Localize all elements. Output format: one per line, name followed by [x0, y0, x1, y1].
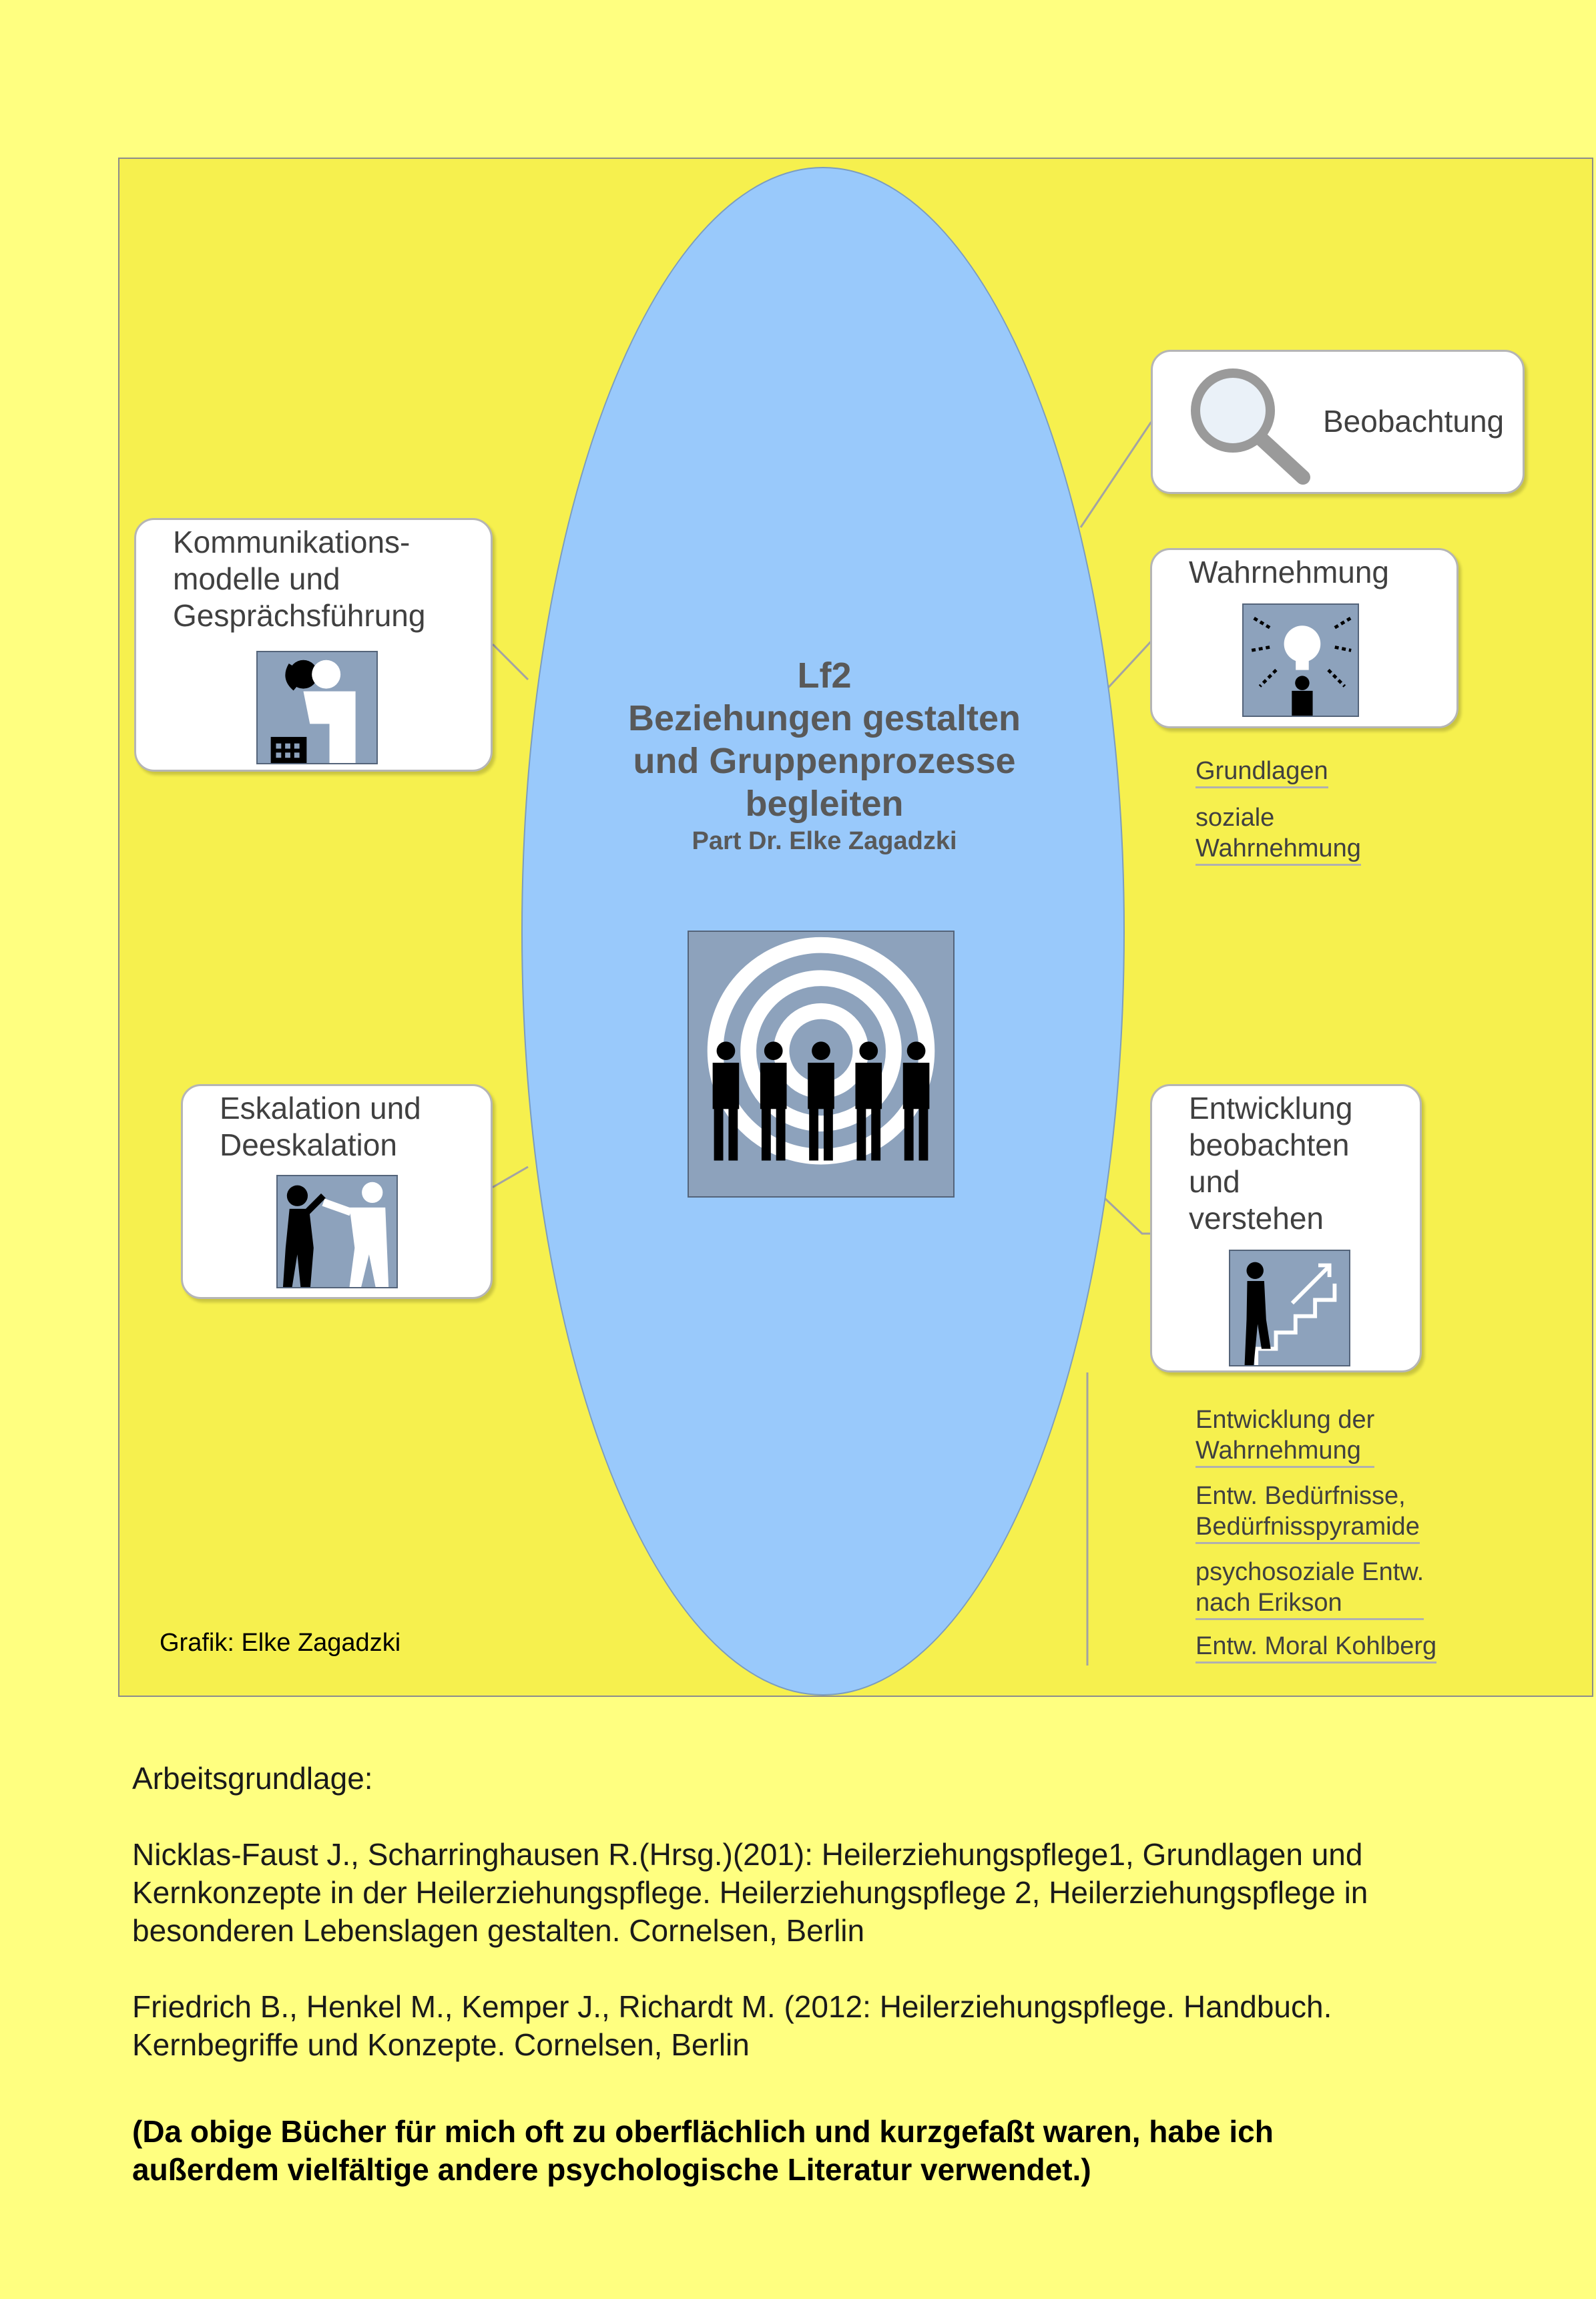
ref1-line-3: besonderen Lebenslagen gestalten. Cornel…	[132, 1913, 865, 1948]
sub-entwicklung-wahrnehmung-line-2: Wahrnehmung	[1195, 1437, 1361, 1465]
node-kommunikation-line-1: Kommunikations-	[173, 525, 411, 559]
node-entwicklung-line-3: und	[1189, 1164, 1240, 1199]
sub-erikson-line-1: psychosoziale Entw.	[1195, 1558, 1424, 1586]
node-eskalation-line-2: Deeskalation	[220, 1127, 397, 1162]
sub-kohlberg: Entw. Moral Kohlberg	[1195, 1631, 1437, 1664]
ref2-line-2: Kernbegriffe und Konzepte. Cornelsen, Be…	[132, 2027, 750, 2062]
graphic-caption: Grafik: Elke Zagadzki	[160, 1629, 401, 1657]
center-title-line-3: und Gruppenprozesse	[633, 741, 1016, 781]
sub-entwicklung-wahrnehmung-line-1: Entwicklung der	[1195, 1406, 1375, 1434]
lightbulb-person-icon	[1242, 603, 1359, 717]
node-beobachtung[interactable]: Beobachtung	[1151, 350, 1525, 494]
sub-grundlagen: Grundlagen	[1195, 756, 1328, 788]
text-heading: Arbeitsgrundlage:	[132, 1761, 373, 1796]
node-entwicklung[interactable]: Entwicklung beobachten und verstehen	[1150, 1084, 1422, 1372]
node-wahrnehmung[interactable]: Wahrnehmung	[1150, 548, 1458, 728]
sub-soziale-wahrnehmung: soziale Wahrnehmung	[1195, 802, 1361, 866]
node-beobachtung-label: Beobachtung	[1323, 404, 1505, 439]
center-title-line-1: Lf2	[797, 656, 852, 696]
conflict-people-icon	[276, 1175, 398, 1288]
ref1-line-1: Nicklas-Faust J., Scharringhausen R.(Hrs…	[132, 1837, 1363, 1872]
sub-soziale-line-1: soziale	[1195, 804, 1275, 832]
mindmap-diagram: Lf2 Beziehungen gestalten und Gruppenpro…	[118, 158, 1593, 1697]
node-kommunikation[interactable]: Kommunikations- modelle und Gesprächsfüh…	[134, 518, 493, 772]
node-eskalation-line-1: Eskalation und	[220, 1091, 421, 1125]
sub-erikson: psychosoziale Entw. nach Erikson	[1195, 1557, 1424, 1620]
ref2-line-1: Friedrich B., Henkel M., Kemper J., Rich…	[132, 1989, 1332, 2024]
center-subtitle: Part Dr. Elke Zagadzki	[692, 827, 957, 855]
center-title-line-2: Beziehungen gestalten	[627, 698, 1021, 738]
sub-beduerfnisse-line-1: Entw. Bedürfnisse,	[1195, 1482, 1406, 1510]
telephone-person-icon	[256, 651, 378, 764]
sub-beduerfnisse-line-2: Bedürfnisspyramide	[1195, 1513, 1420, 1541]
note-line-2: außerdem vielfältige andere psychologisc…	[132, 2152, 1091, 2187]
node-entwicklung-line-1: Entwicklung	[1189, 1091, 1353, 1125]
sub-beduerfnisse: Entw. Bedürfnisse, Bedürfnisspyramide	[1195, 1481, 1420, 1544]
target-group-icon	[688, 931, 955, 1198]
sub-erikson-line-2: nach Erikson	[1195, 1589, 1342, 1617]
node-entwicklung-line-4: verstehen	[1189, 1201, 1324, 1236]
magnifier-icon	[1191, 368, 1310, 485]
ref1-line-2: Kernkonzepte in der Heilerziehungspflege…	[132, 1875, 1368, 1910]
node-kommunikation-line-3: Gesprächsführung	[173, 598, 426, 633]
sub-soziale-line-2: Wahrnehmung	[1195, 834, 1361, 862]
node-wahrnehmung-label: Wahrnehmung	[1189, 555, 1390, 589]
stairs-climber-icon	[1229, 1250, 1350, 1366]
sub-entwicklung-wahrnehmung: Entwicklung der Wahrnehmung	[1195, 1404, 1375, 1468]
node-kommunikation-line-2: modelle und	[173, 561, 340, 596]
node-entwicklung-line-2: beobachten	[1189, 1127, 1350, 1162]
node-eskalation[interactable]: Eskalation und Deeskalation	[181, 1084, 493, 1299]
center-title-line-4: begleiten	[745, 784, 904, 824]
note-line-1: (Da obige Bücher für mich oft zu oberflä…	[132, 2114, 1274, 2149]
